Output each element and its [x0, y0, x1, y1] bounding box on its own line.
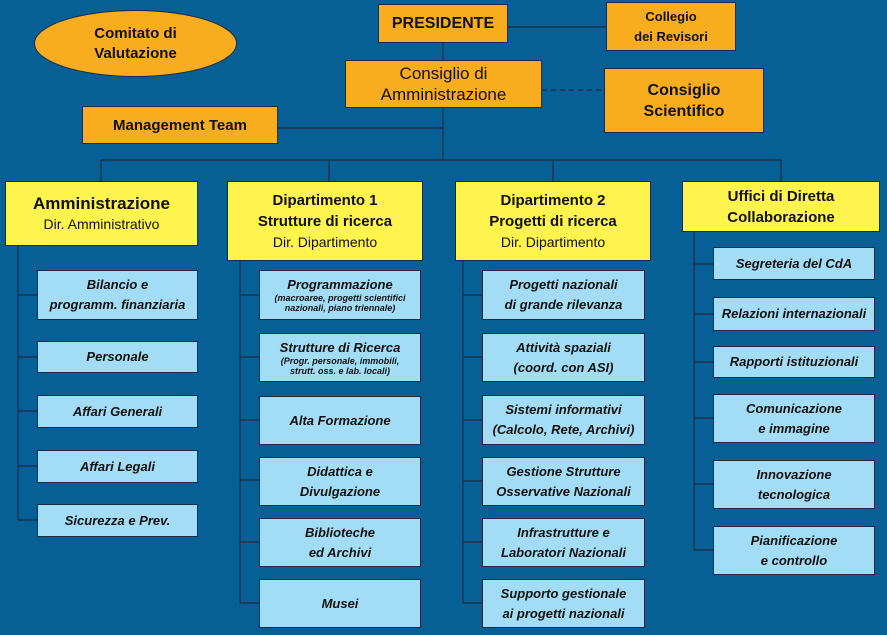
unit-line-1: Sicurezza e Prev. — [64, 512, 171, 528]
department-director: Dir. Dipartimento — [500, 233, 606, 250]
unit-line-1: Sistemi informativi — [505, 402, 622, 417]
department-amministrazione: Amministrazione Dir. Amministrativo — [5, 181, 198, 246]
unit-line-2: (Calcolo, Rete, Archivi) — [492, 422, 635, 437]
unit-musei: Musei — [259, 579, 421, 628]
unit-sistemi-informativi: Sistemi informativi (Calcolo, Rete, Arch… — [482, 395, 645, 445]
unit-main: Strutture di Ricerca — [279, 339, 401, 355]
unit-didattica: Didattica e Divulgazione — [259, 457, 421, 506]
department-title-line-1: Dipartimento 2 — [500, 191, 606, 209]
unit-supporto-gestionale: Supporto gestionale ai progetti nazional… — [482, 579, 645, 628]
unit-line-2: tecnologica — [757, 486, 831, 502]
comitato-line-1: Comitato di — [94, 24, 177, 42]
unit-main-2: Divulgazione — [299, 483, 381, 499]
unit-sicurezza: Sicurezza e Prev. — [37, 504, 198, 537]
unit-main-2: ed Archivi — [308, 544, 372, 560]
unit-line-1: Supporto gestionale — [500, 585, 627, 601]
unit-line-2: e controllo — [760, 552, 828, 568]
unit-line-2: ai progetti nazionali — [502, 605, 625, 621]
unit-sub-line-1: (Progr. personale, immobili, — [280, 355, 400, 366]
unit-gestione-strutture: Gestione Strutture Osservative Nazionali — [482, 457, 645, 506]
unit-segreteria-cda: Segreteria del CdA — [713, 247, 875, 280]
unit-line-1: Attività spaziali — [516, 339, 611, 355]
unit-alta-formazione: Alta Formazione — [259, 396, 421, 445]
unit-sub-line-2: strutt. oss. e lab. locali) — [289, 365, 391, 376]
unit-innovazione: Innovazione tecnologica — [713, 460, 875, 509]
department-title-line-2: Strutture di ricerca — [257, 212, 393, 230]
department-title-line-1: Amministrazione — [33, 193, 170, 213]
unit-line-2: e immagine — [758, 420, 830, 436]
comitato-line-2: Valutazione — [94, 44, 177, 62]
unit-line-1: Innovazione — [756, 466, 832, 482]
unit-biblioteche: Biblioteche ed Archivi — [259, 518, 421, 567]
unit-line-1: Segreteria del CdA — [735, 255, 853, 271]
unit-affari-generali: Affari Generali — [37, 395, 198, 428]
department-title-line-2: Collaborazione — [727, 208, 835, 226]
unit-line-2: Osservative Nazionali — [496, 483, 631, 499]
unit-line-1: Infrastrutture e — [517, 524, 610, 540]
unit-progetti-nazionali: Progetti nazionali di grande rilevanza — [482, 270, 645, 320]
unit-personale: Personale — [37, 341, 198, 373]
management-label: Management Team — [113, 116, 247, 134]
unit-relazioni-internazionali: Relazioni internazionali — [713, 297, 875, 331]
consiglio-sci-line-2: Scientifico — [643, 102, 725, 120]
unit-pianificazione: Pianificazione e controllo — [713, 526, 875, 575]
unit-line-2: (coord. con ASI) — [513, 359, 614, 375]
unit-line-2: Laboratori Nazionali — [501, 544, 626, 560]
department-uffici-diretta: Uffici di Diretta Collaborazione — [682, 181, 880, 232]
consiglio-scientifico-node: Consiglio Scientifico — [604, 68, 764, 133]
unit-line-1: Comunicazione — [745, 400, 843, 416]
department-director: Dir. Amministrativo — [43, 215, 160, 232]
collegio-revisori-node: Collegio dei Revisori — [606, 2, 736, 51]
unit-sub-line-1: (macroaree, progetti scientifici — [274, 293, 406, 303]
department-director: Dir. Dipartimento — [272, 233, 378, 250]
management-team-node: Management Team — [82, 106, 278, 144]
unit-line-1: Rapporti istituzionali — [729, 354, 859, 369]
comitato-valutazione-node: Comitato di Valutazione — [34, 10, 237, 77]
unit-line-1: Bilancio e — [86, 277, 149, 292]
unit-main: Alta Formazione — [289, 412, 391, 428]
consiglio-amm-line-2: Amministrazione — [380, 85, 507, 104]
unit-comunicazione: Comunicazione e immagine — [713, 394, 875, 443]
unit-attivita-spaziali: Attività spaziali (coord. con ASI) — [482, 333, 645, 382]
unit-line-1: Progetti nazionali — [509, 277, 618, 292]
department-dipartimento-2: Dipartimento 2 Progetti di ricerca Dir. … — [455, 181, 651, 261]
department-title-line-1: Uffici di Diretta — [727, 187, 835, 205]
unit-main: Musei — [321, 595, 359, 611]
collegio-line-2: dei Revisori — [634, 28, 708, 44]
presidente-label: PRESIDENTE — [391, 14, 495, 32]
department-dipartimento-1: Dipartimento 1 Strutture di ricerca Dir.… — [227, 181, 423, 261]
unit-infrastrutture: Infrastrutture e Laboratori Nazionali — [482, 518, 645, 567]
unit-rapporti-istituzionali: Rapporti istituzionali — [713, 346, 875, 378]
unit-bilancio: Bilancio e programm. finanziaria — [37, 270, 198, 320]
unit-main: Programmazione — [287, 277, 393, 292]
department-title-line-1: Dipartimento 1 — [272, 191, 378, 209]
unit-line-1: Affari Generali — [72, 403, 163, 419]
presidente-node: PRESIDENTE — [378, 4, 508, 43]
unit-strutture-ricerca: Strutture di Ricerca (Progr. personale, … — [259, 333, 421, 382]
unit-sub-line-2: nazionali, piano triennale) — [284, 303, 396, 313]
consiglio-sci-line-1: Consiglio — [647, 81, 721, 99]
collegio-line-1: Collegio — [645, 8, 697, 24]
department-title-line-2: Progetti di ricerca — [489, 212, 617, 230]
unit-line-1: Gestione Strutture — [506, 463, 621, 479]
unit-main: Biblioteche — [304, 524, 376, 540]
unit-line-1: Relazioni internazionali — [721, 306, 867, 321]
unit-line-2: programm. finanziaria — [49, 297, 186, 312]
unit-line-2: di grande rilevanza — [504, 297, 623, 312]
unit-line-1: Affari Legali — [80, 458, 155, 474]
unit-affari-legali: Affari Legali — [37, 450, 198, 483]
unit-main: Didattica e — [307, 463, 373, 479]
unit-line-1: Pianificazione — [750, 532, 838, 548]
consiglio-amm-line-1: Consiglio di — [399, 64, 488, 83]
unit-programmazione: Programmazione (macroaree, progetti scie… — [259, 270, 421, 320]
unit-line-1: Personale — [86, 349, 149, 364]
consiglio-amministrazione-node: Consiglio di Amministrazione — [345, 60, 542, 108]
